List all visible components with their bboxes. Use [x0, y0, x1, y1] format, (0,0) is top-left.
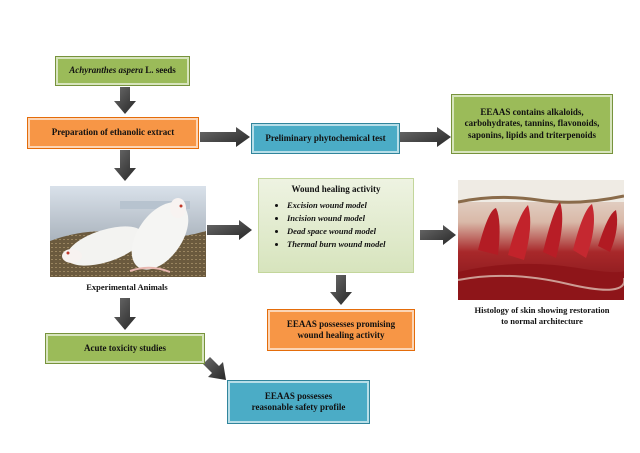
extract-label: Preparation of ethanolic extract — [51, 127, 175, 138]
arrow-animals-to-toxicity — [114, 298, 136, 330]
toxicity-box: Acute toxicity studies — [45, 333, 205, 364]
histology-caption-line2: to normal architecture — [501, 316, 583, 327]
phyto-test-box: Preliminary phytochemical test — [251, 123, 400, 154]
experimental-animals-photo — [50, 186, 206, 277]
histology-caption: Histology of skin showing restoration to… — [456, 305, 628, 327]
seeds-species-name: Achyranthes aspera — [69, 65, 143, 76]
safety-box: EEAAS possesses reasonable safety profil… — [227, 380, 370, 424]
wound-result-label: EEAAS possesses promising wound healing … — [286, 318, 396, 340]
toxicity-label: Acute toxicity studies — [84, 342, 166, 353]
wound-model-list: Excision wound model Incision wound mode… — [259, 200, 413, 249]
wound-model-dead-space: Dead space wound model — [287, 226, 413, 236]
constituents-label: EEAAS contains alkaloids, carbohydrates,… — [464, 107, 600, 140]
arrow-seeds-to-extract — [114, 87, 136, 114]
arrow-extract-to-phyto — [200, 127, 250, 147]
wound-model-thermal-burn: Thermal burn wound model — [287, 239, 413, 249]
wound-model-excision: Excision wound model — [287, 200, 413, 210]
seeds-label-rest: L. seeds — [143, 65, 176, 76]
animals-caption: Experimental Animals — [86, 282, 168, 292]
safety-label: EEAAS possesses reasonable safety profil… — [251, 390, 346, 412]
seeds-box: Achyranthes aspera L. seeds — [55, 56, 190, 86]
arrow-toxicity-to-safety — [203, 357, 226, 380]
seeds-label: Achyranthes aspera L. seeds — [69, 65, 176, 76]
histology-caption-line1: Histology of skin showing restoration — [474, 305, 610, 315]
wound-result-box: EEAAS possesses promising wound healing … — [267, 309, 415, 351]
arrow-phyto-to-constituents — [400, 127, 451, 147]
arrow-animals-to-wound — [207, 220, 252, 240]
extract-box: Preparation of ethanolic extract — [27, 117, 199, 149]
histology-photo — [458, 180, 624, 300]
arrow-wound-to-histology — [420, 225, 456, 245]
arrow-wound-to-result — [330, 275, 352, 305]
wound-healing-title: Wound healing activity — [291, 184, 381, 194]
phyto-test-label: Preliminary phytochemical test — [265, 132, 386, 143]
arrow-extract-to-animals — [114, 150, 136, 181]
wound-healing-box: Wound healing activity Excision wound mo… — [258, 178, 414, 273]
wound-model-incision: Incision wound model — [287, 213, 413, 223]
constituents-box: EEAAS contains alkaloids, carbohydrates,… — [451, 94, 613, 154]
